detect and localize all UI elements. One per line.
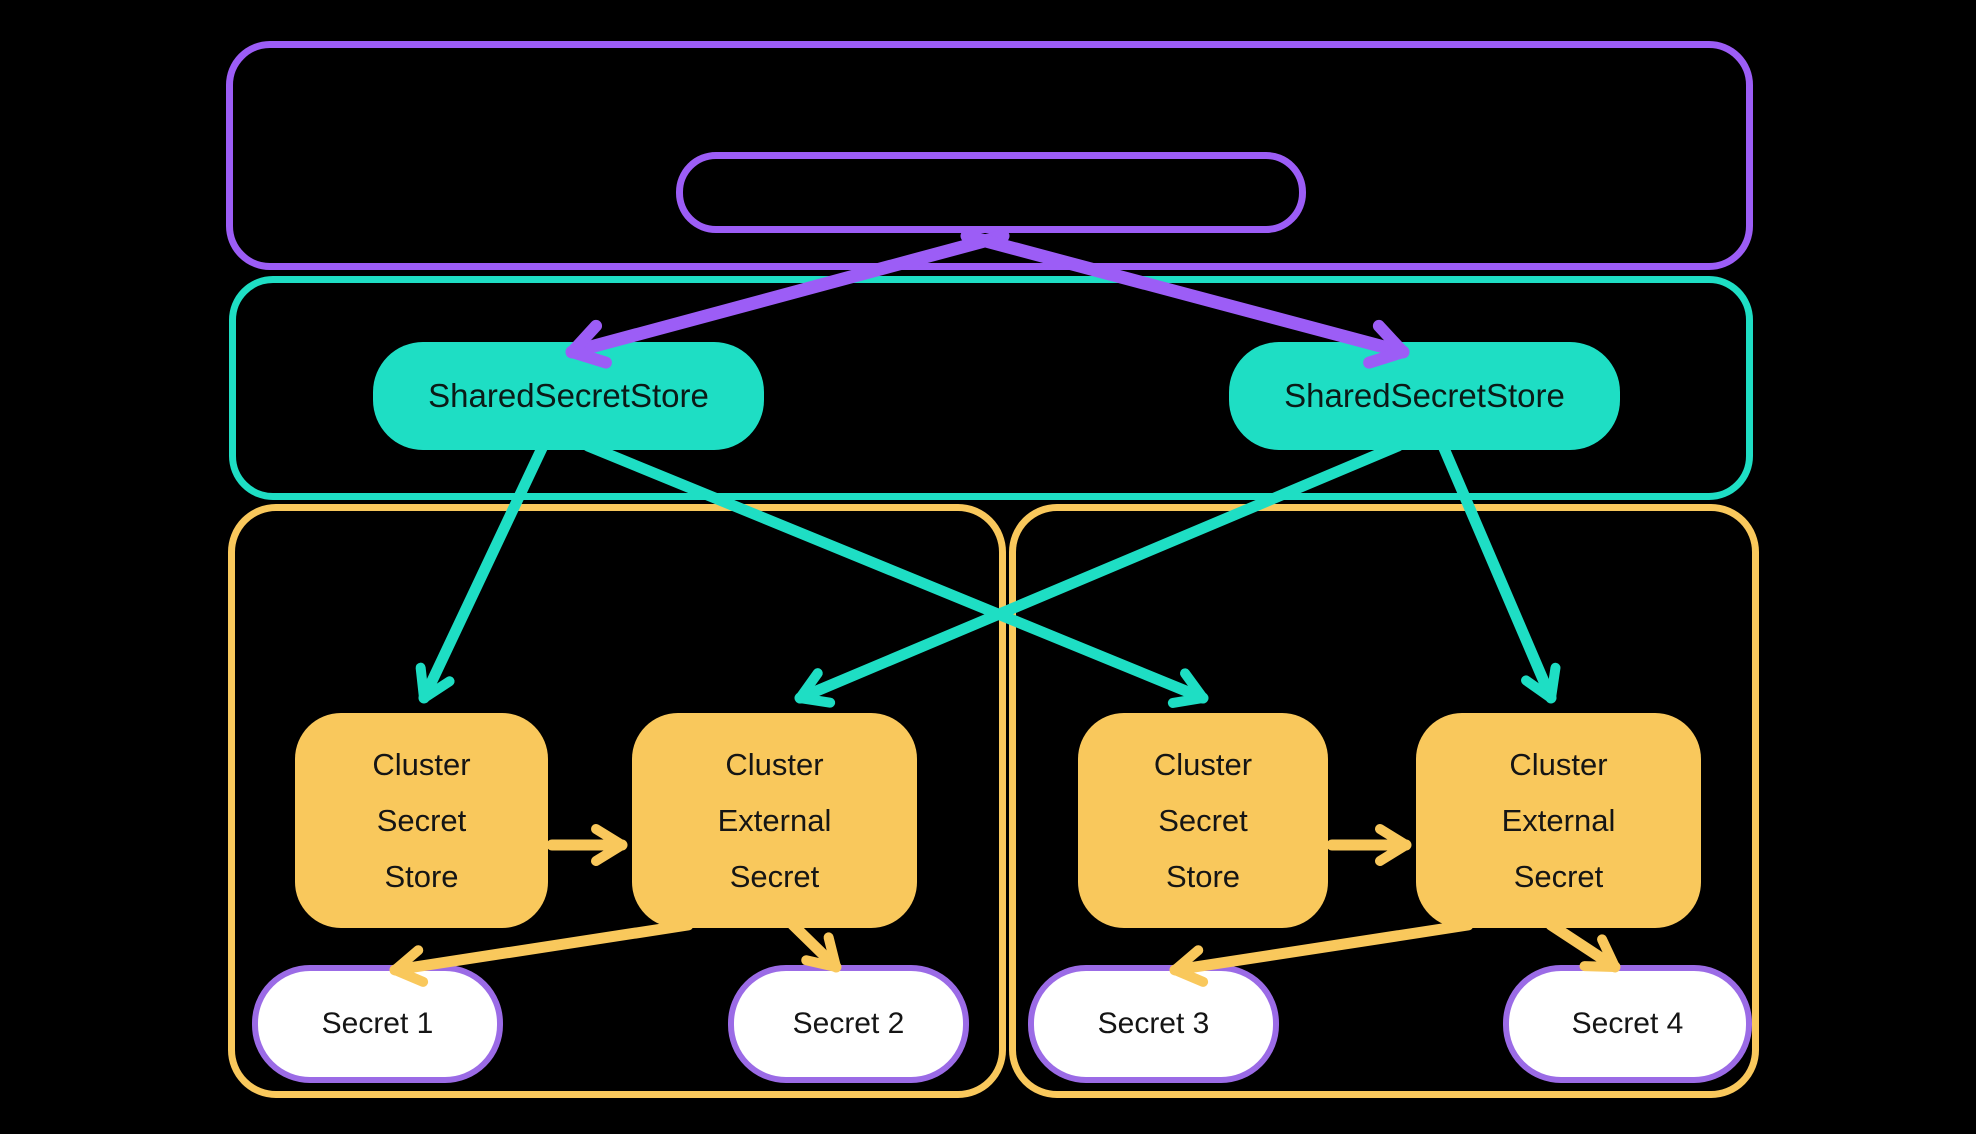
cluster-secret-store-right: Cluster Secret Store	[1078, 713, 1328, 928]
cluster-secret-store-left: Cluster Secret Store	[295, 713, 548, 928]
cluster-external-secret-left: Cluster External Secret	[632, 713, 917, 928]
secret-2: Secret 2	[728, 965, 969, 1083]
shared-secret-store-left: SharedSecretStore	[373, 342, 764, 450]
secret-4: Secret 4	[1503, 965, 1752, 1083]
top-inner-pill	[676, 152, 1306, 233]
shared-secret-store-right: SharedSecretStore	[1229, 342, 1620, 450]
cluster-external-secret-right: Cluster External Secret	[1416, 713, 1701, 928]
secret-1: Secret 1	[252, 965, 503, 1083]
secret-3: Secret 3	[1028, 965, 1279, 1083]
